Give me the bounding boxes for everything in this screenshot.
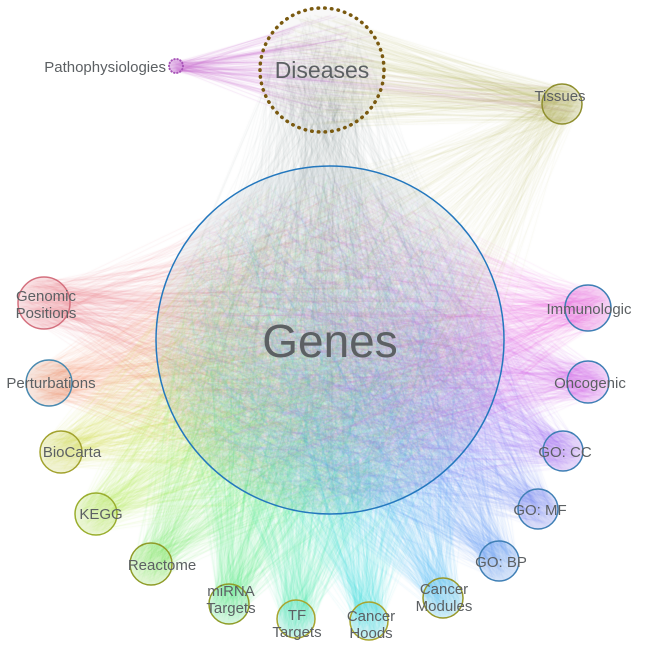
node-label-pathophysiologies: Pathophysiologies bbox=[44, 59, 166, 76]
node-label-cancer-hoods-line1: Cancer bbox=[347, 608, 395, 625]
node-circle-go-cc[interactable] bbox=[542, 430, 584, 472]
node-label-tf-targets-line2: Targets bbox=[272, 624, 321, 641]
node-go-bp: GO: BP bbox=[475, 540, 527, 582]
node-label-tissues: Tissues bbox=[534, 88, 585, 105]
node-circle-go-bp[interactable] bbox=[478, 540, 520, 582]
node-circle-diseases[interactable] bbox=[258, 6, 386, 134]
node-label-kegg: KEGG bbox=[79, 506, 122, 523]
node-go-mf: GO: MF bbox=[513, 488, 567, 530]
node-label-cancer-hoods-line2: Hoods bbox=[349, 625, 392, 642]
node-circle-tissues[interactable] bbox=[541, 83, 583, 125]
node-oncogenic: Oncogenic bbox=[554, 360, 626, 404]
node-circle-go-mf[interactable] bbox=[517, 488, 559, 530]
node-label-cancer-modules-line2: Modules bbox=[416, 598, 473, 615]
node-label-diseases: Diseases bbox=[275, 57, 370, 83]
node-label-cancer-modules-line1: Cancer bbox=[420, 581, 468, 598]
node-label-genomic-positions-line1: Genomic bbox=[16, 288, 77, 305]
node-genes: Genes bbox=[155, 165, 505, 515]
node-circle-kegg[interactable] bbox=[74, 492, 118, 536]
node-circle-tf-targets[interactable] bbox=[276, 599, 316, 639]
node-circle-oncogenic[interactable] bbox=[566, 360, 610, 404]
node-kegg: KEGG bbox=[74, 492, 123, 536]
node-circle-reactome[interactable] bbox=[129, 542, 173, 586]
node-go-cc: GO: CC bbox=[538, 430, 592, 472]
node-biocarta: BioCarta bbox=[39, 430, 102, 474]
node-circle-biocarta[interactable] bbox=[39, 430, 83, 474]
node-label-mirna-targets-line2: Targets bbox=[206, 600, 255, 617]
node-immunologic: Immunologic bbox=[546, 284, 632, 332]
node-tissues: Tissues bbox=[534, 83, 586, 125]
node-label-go-bp: GO: BP bbox=[475, 554, 527, 571]
node-label-genes: Genes bbox=[262, 315, 398, 367]
node-pathophysiologies: Pathophysiologies bbox=[44, 58, 184, 76]
node-label-perturbations: Perturbations bbox=[6, 375, 95, 392]
node-circle-genes[interactable] bbox=[155, 165, 505, 515]
node-circle-mirna-targets[interactable] bbox=[208, 583, 250, 625]
node-label-genomic-positions-line2: Positions bbox=[16, 305, 77, 322]
node-circle-cancer-hoods[interactable] bbox=[349, 601, 389, 641]
node-diseases: Diseases bbox=[258, 6, 386, 134]
node-label-biocarta: BioCarta bbox=[43, 444, 102, 461]
node-label-go-cc: GO: CC bbox=[538, 444, 592, 461]
node-label-tf-targets-line1: TF bbox=[288, 607, 306, 624]
node-circle-perturbations[interactable] bbox=[25, 359, 73, 407]
node-label-go-mf: GO: MF bbox=[513, 502, 566, 519]
node-label-mirna-targets-line1: miRNA bbox=[207, 583, 255, 600]
node-perturbations: Perturbations bbox=[6, 359, 96, 407]
node-reactome: Reactome bbox=[128, 542, 196, 586]
node-circle-immunologic[interactable] bbox=[564, 284, 612, 332]
node-label-oncogenic: Oncogenic bbox=[554, 375, 626, 392]
node-circle-cancer-modules[interactable] bbox=[422, 577, 464, 619]
node-circle-pathophysiologies[interactable] bbox=[168, 58, 184, 74]
node-label-immunologic: Immunologic bbox=[546, 301, 632, 318]
node-label-reactome: Reactome bbox=[128, 557, 196, 574]
node-circle-genomic-positions[interactable] bbox=[17, 276, 71, 330]
